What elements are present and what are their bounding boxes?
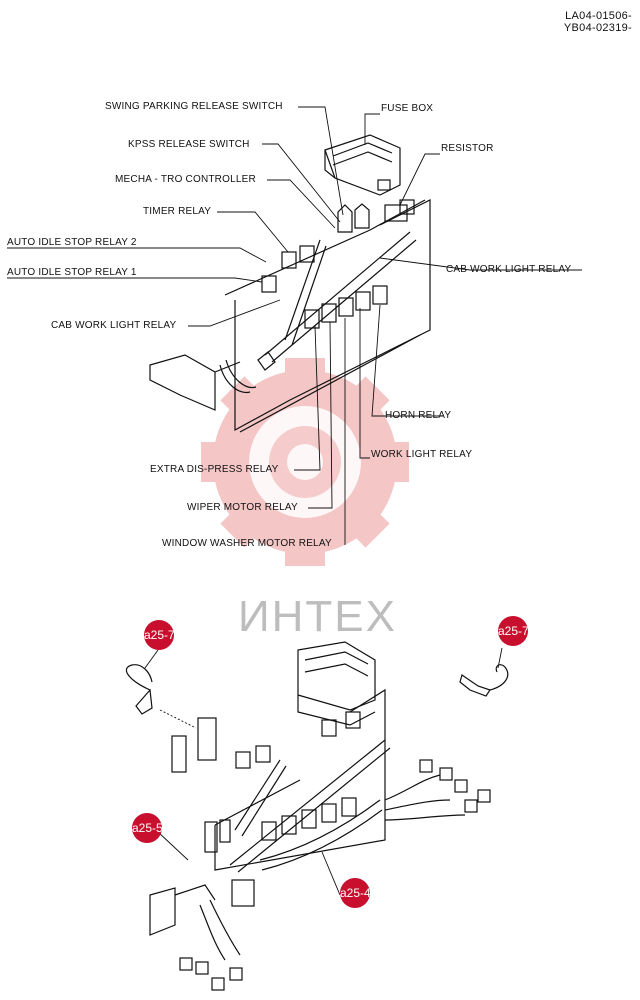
label-resistor: RESISTOR [441, 143, 494, 154]
label-auto-idle-stop-relay-2: AUTO IDLE STOP RELAY 2 [7, 237, 137, 248]
label-window-washer-motor-relay: WINDOW WASHER MOTOR RELAY [162, 538, 332, 549]
doc-code-1: LA04-01506- [565, 10, 632, 22]
label-swing-parking-release-switch: SWING PARKING RELEASE SWITCH [105, 101, 283, 112]
label-kpss-release-switch: KPSS RELEASE SWITCH [128, 139, 250, 150]
relay-panel-illustration [7, 106, 582, 545]
label-extra-dis-press-relay: EXTRA DIS-PRESS RELAY [150, 464, 279, 475]
callout-right-clip: a25-7 [498, 616, 528, 646]
callout-harness: a25-4 [340, 878, 370, 908]
label-timer-relay: TIMER RELAY [143, 206, 212, 217]
label-work-light-relay: WORK LIGHT RELAY [371, 449, 473, 460]
label-horn-relay: HORN RELAY [385, 410, 452, 421]
callout-left-lower: a25-5 [132, 813, 162, 843]
label-cab-work-light-relay-right: CAB WORK LIGHT RELAY [446, 264, 572, 275]
label-cab-work-light-relay-left: CAB WORK LIGHT RELAY [51, 320, 177, 331]
label-auto-idle-stop-relay-1: AUTO IDLE STOP RELAY 1 [7, 267, 137, 278]
label-wiper-motor-relay: WIPER MOTOR RELAY [187, 502, 298, 513]
callout-left-clip: a25-7 [144, 620, 174, 650]
doc-code-2: YB04-02319- [563, 22, 632, 34]
label-mecha-tro-controller: MECHA - TRO CONTROLLER [115, 174, 256, 185]
watermark-text: ИНТЕХ [238, 592, 397, 641]
label-fuse-box: FUSE BOX [381, 103, 434, 114]
